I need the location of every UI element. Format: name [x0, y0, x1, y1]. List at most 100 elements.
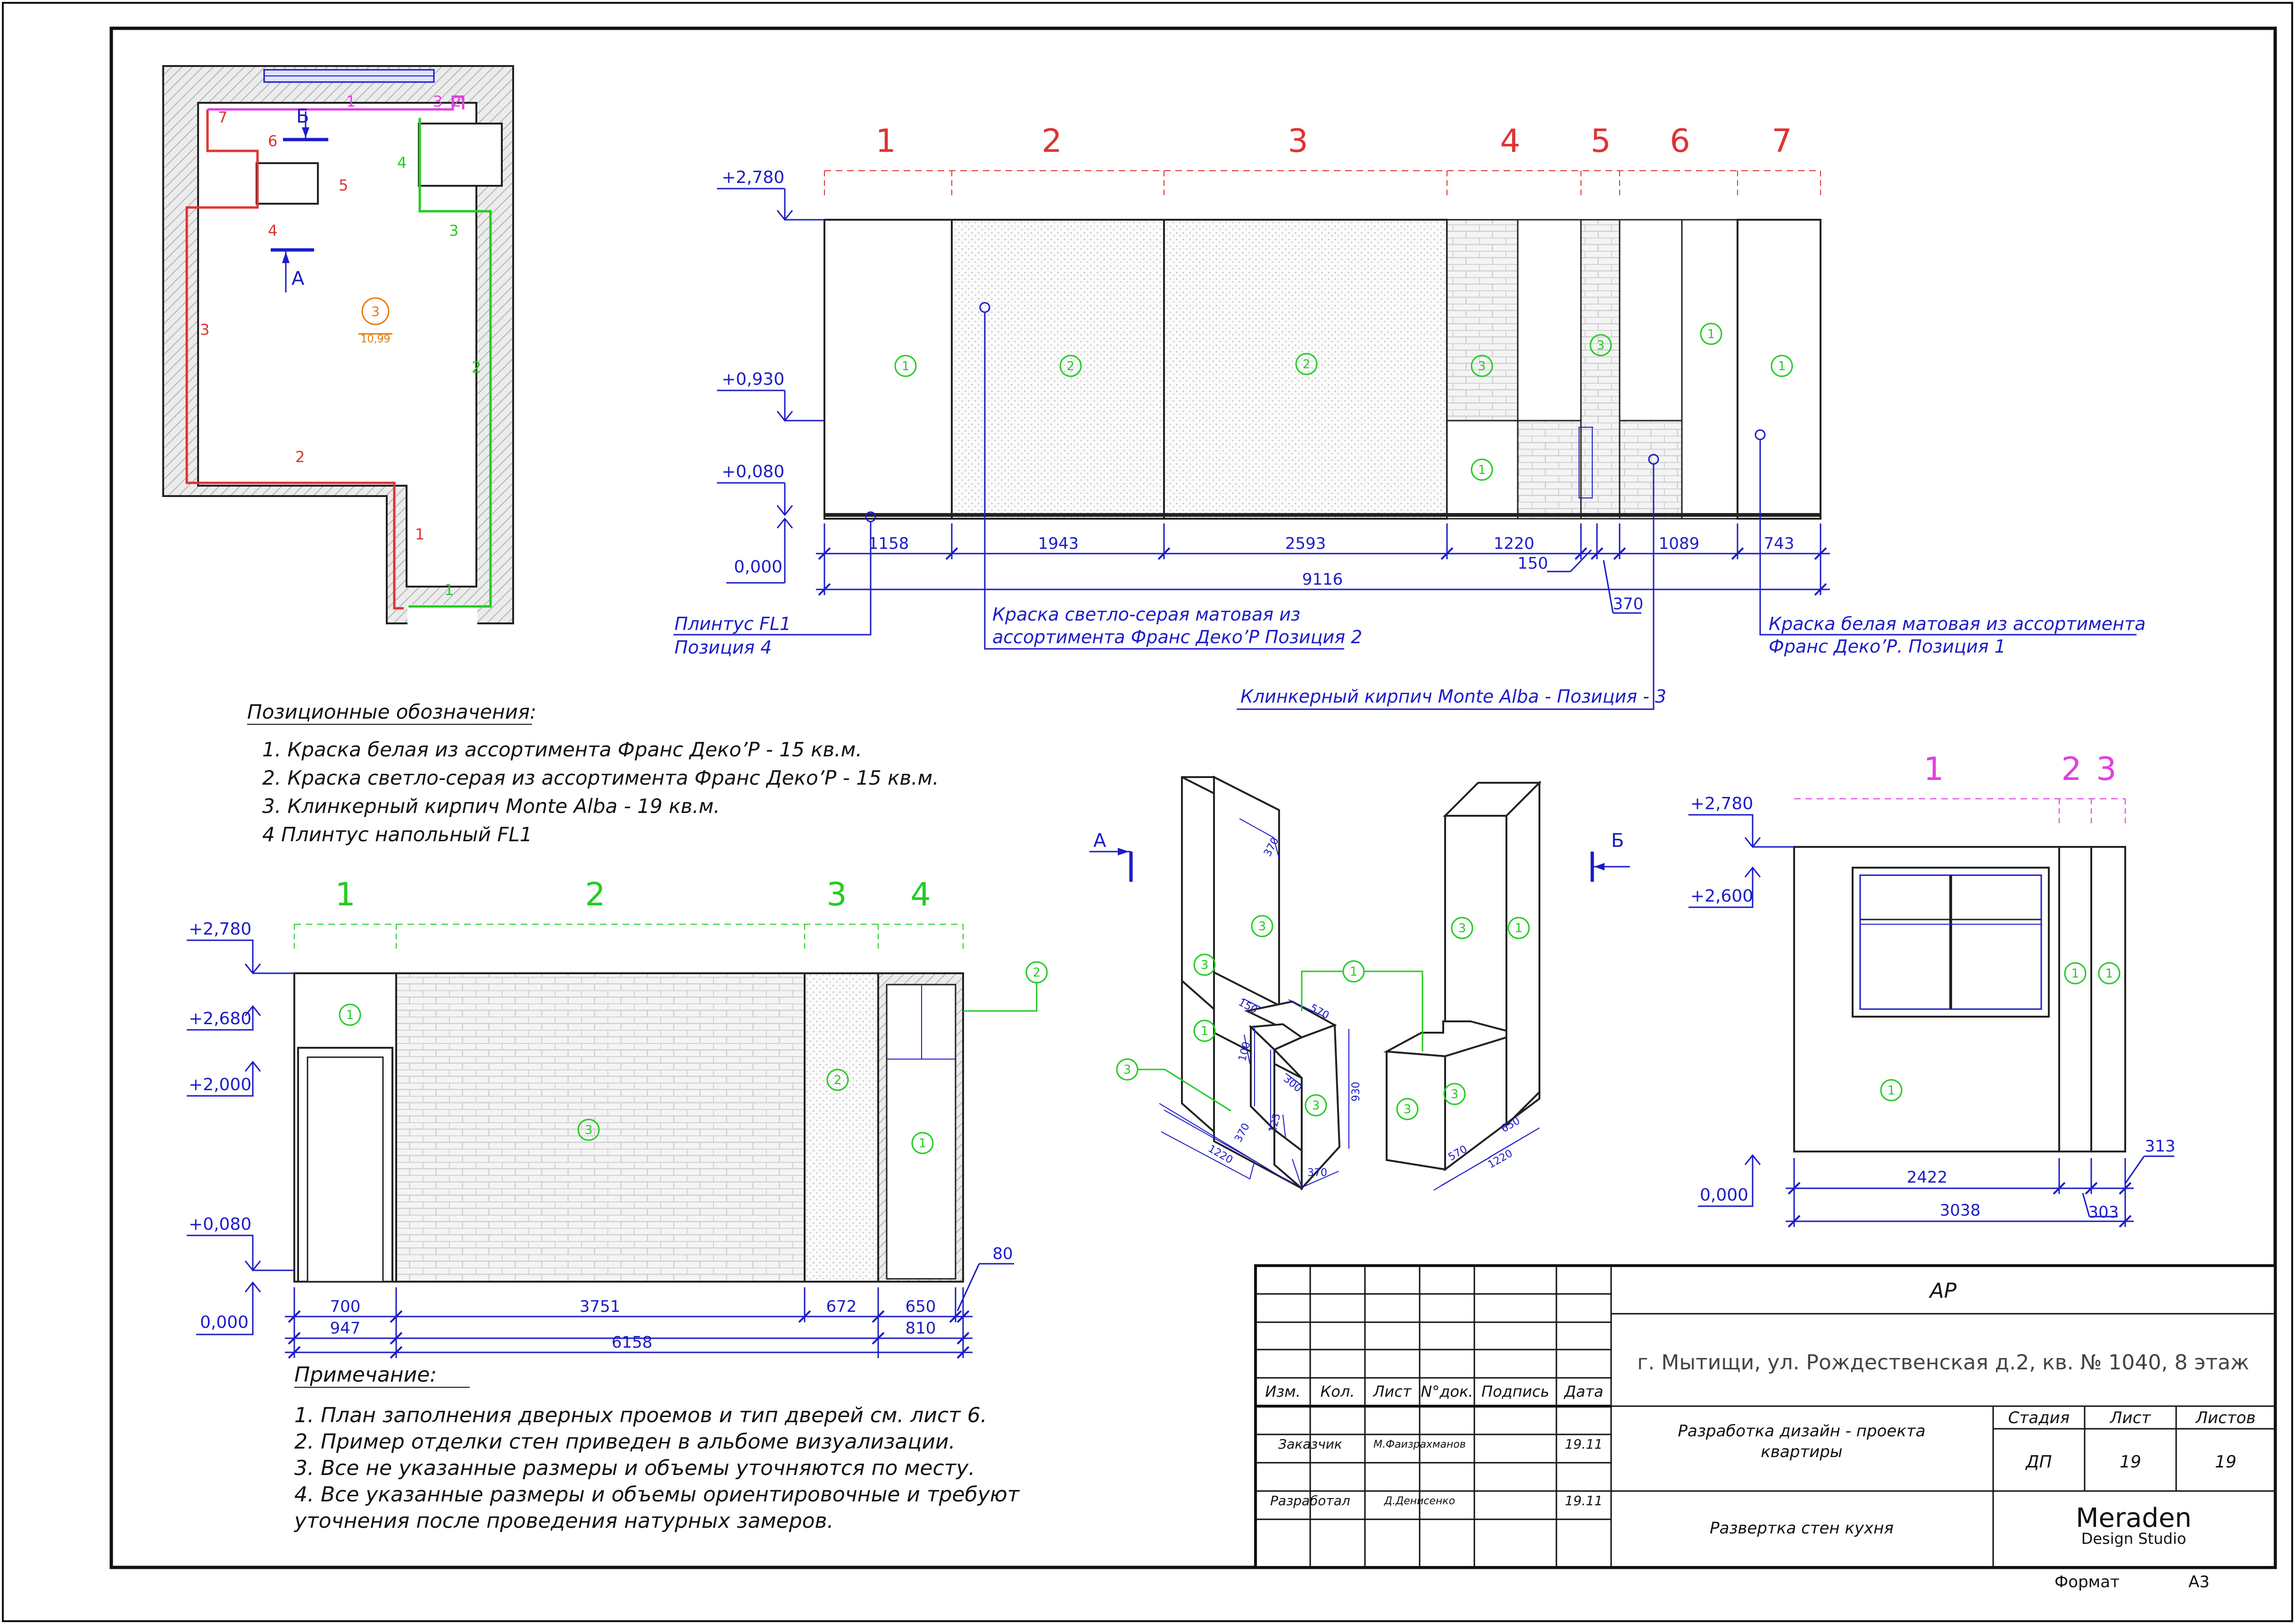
elev-c-dim-313: 313 — [2145, 1137, 2176, 1156]
notes-item-5: уточнения после проведения натурных заме… — [293, 1509, 833, 1533]
elev-a-tag-7: 1 — [1778, 359, 1786, 373]
elev-a-col-4: 4 — [1500, 123, 1520, 160]
iso-tag-7: 3 — [1458, 921, 1466, 936]
elev-a-level-0: 0,000 — [734, 557, 782, 577]
elev-a-panel-1 — [823, 219, 953, 520]
legend-item-3: 3. Клинкерный кирпич Monte Alba - 19 кв.… — [262, 795, 720, 818]
elev-a-col-5: 5 — [1590, 123, 1611, 160]
iso-tag-6: 1 — [1350, 965, 1358, 979]
elev-c-panel-3 — [2090, 846, 2126, 1152]
plan-section-b: Б — [296, 106, 309, 127]
title-block: Изм. Кол. Лист N°док. Подпись Дата Заказ… — [1254, 1264, 2277, 1569]
elevation-c: 1 2 3 +2,780 +2,600 0,000 2422 3038 303 … — [1688, 751, 2176, 1228]
callout-paint-grey-1: Краска светло-серая матовая из — [992, 604, 1300, 625]
company-logo: Meraden — [2076, 1503, 2192, 1533]
stamp-col-kol: Кол. — [1321, 1383, 1355, 1400]
elev-b-dim-650: 650 — [906, 1297, 936, 1316]
notes-item-1: 1. План заполнения дверных проемов и тип… — [294, 1403, 987, 1427]
green-label-2: 2 — [472, 358, 481, 376]
elev-a-panel-7 — [1737, 219, 1821, 520]
iso-dim-930: 930 — [1350, 1082, 1362, 1102]
green-label-4: 4 — [397, 154, 407, 172]
magenta-wall-run — [208, 95, 465, 111]
stamp-sheet: 19 — [2120, 1452, 2141, 1472]
elev-b-col-3: 3 — [826, 876, 847, 913]
stamp-col-doc: N°док. — [1421, 1383, 1473, 1400]
red-label-7: 7 — [218, 108, 227, 126]
legend-item-1: 1. Краска белая из ассортимента Франс Де… — [262, 738, 862, 761]
stamp-sheets-label: Листов — [2195, 1409, 2255, 1427]
callout-plinth-2: Позиция 4 — [674, 637, 772, 658]
elev-a-panel-6b — [1681, 219, 1738, 520]
elev-b-door-opening — [307, 1056, 384, 1283]
elev-a-dim-743: 743 — [1764, 534, 1795, 553]
legend-item-4: 4 Плинтус напольный FL1 — [262, 823, 532, 846]
green-label-3: 3 — [449, 222, 458, 240]
red-wall-run — [185, 109, 404, 610]
magenta-label-2: 2 — [452, 92, 461, 110]
elev-a-level-930: +0,930 — [722, 370, 784, 389]
elev-b-level-2780: +2,780 — [189, 920, 251, 939]
room-area: 10,99 — [361, 333, 391, 345]
elev-a-tag-2: 2 — [1067, 359, 1075, 373]
legend: Позиционные обозначения: 1. Краска белая… — [247, 700, 939, 846]
elev-b-dim-700: 700 — [330, 1297, 361, 1316]
red-label-2: 2 — [295, 448, 305, 466]
elev-b-panel-3 — [804, 972, 879, 1283]
elevation-a: 1 2 3 4 5 6 7 +2,780 +0,930 +0,080 0,000 — [674, 123, 2137, 710]
elev-b-dim-947: 947 — [330, 1319, 361, 1338]
elev-a-panel-3 — [1163, 219, 1448, 520]
elev-c-tag-1: 1 — [1888, 1084, 1896, 1098]
elev-b-dim-80: 80 — [992, 1244, 1013, 1263]
elev-a-tag-4: 3 — [1478, 359, 1486, 373]
elevation-b: 1 2 3 4 +2,780 +2,680 +2,000 +0,080 0,00… — [187, 876, 1048, 1359]
iso-section-a: А — [1093, 830, 1106, 852]
room-number: 3 — [371, 304, 380, 319]
stamp-sheet-title: Развертка стен кухня — [1710, 1519, 1894, 1538]
callout-brick: Клинкерный кирпич Monte Alba - Позиция -… — [1240, 686, 1666, 707]
elev-a-panel-5-brick — [1580, 219, 1621, 520]
elev-b-level-0: 0,000 — [200, 1313, 249, 1332]
elev-b-level-2000: +2,000 — [189, 1075, 251, 1094]
elev-b-dim-6158: 6158 — [612, 1333, 653, 1352]
elev-c-col-2: 2 — [2061, 751, 2081, 788]
elev-b-col-1: 1 — [335, 876, 355, 913]
stamp-code: АР — [1929, 1279, 1957, 1303]
elev-b-panel-2-brick — [395, 972, 806, 1283]
plan-section-a: А — [291, 268, 305, 290]
elev-a-dim-1158: 1158 — [868, 534, 909, 553]
red-label-3: 3 — [200, 321, 209, 339]
stamp-col-izm: Изм. — [1265, 1383, 1300, 1400]
elev-a-dim-1943: 1943 — [1038, 534, 1079, 553]
iso-tag-10: 1 — [1515, 921, 1523, 936]
iso-tag-3: 3 — [1312, 1099, 1320, 1113]
stamp-customer-date: 19.11 — [1565, 1436, 1603, 1452]
elev-a-panel-4-brick — [1446, 219, 1519, 422]
plan-column — [418, 123, 503, 187]
elev-a-col-3: 3 — [1288, 123, 1308, 160]
magenta-label-1: 1 — [346, 92, 356, 110]
elev-b-col-2: 2 — [585, 876, 605, 913]
isometric-view: А Б 370 570 150 100 300 930 370 1220 3 — [1089, 775, 1630, 1191]
elev-a-col-2: 2 — [1041, 123, 1062, 160]
notes-item-3: 3. Все не указанные размеры и объемы уто… — [294, 1456, 975, 1480]
elev-b-dim-3751: 3751 — [580, 1297, 621, 1316]
elev-c-level-0: 0,000 — [1700, 1185, 1748, 1205]
stamp-developer-name: Д.Денисенко — [1384, 1495, 1455, 1507]
elev-c-dim-3038: 3038 — [1940, 1201, 1981, 1220]
room-badge — [361, 297, 390, 325]
plan-walls — [162, 65, 514, 624]
elev-a-tag-3: 2 — [1303, 357, 1311, 372]
plan-niche — [256, 162, 319, 205]
stamp-sheets: 19 — [2215, 1452, 2237, 1472]
elev-a-cabinet — [1517, 219, 1582, 422]
elev-c-col-1: 1 — [1923, 751, 1944, 788]
elev-c-level-2600: +2,600 — [1690, 887, 1753, 906]
notes: Примечание: 1. План заполнения дверных п… — [293, 1363, 1020, 1533]
green-wall-run — [408, 118, 492, 608]
elev-a-tag-1: 1 — [902, 359, 910, 373]
elev-a-panel-2 — [951, 219, 1165, 520]
elev-b-col-4: 4 — [910, 876, 931, 913]
stamp-stage-label: Стадия — [2008, 1409, 2070, 1427]
